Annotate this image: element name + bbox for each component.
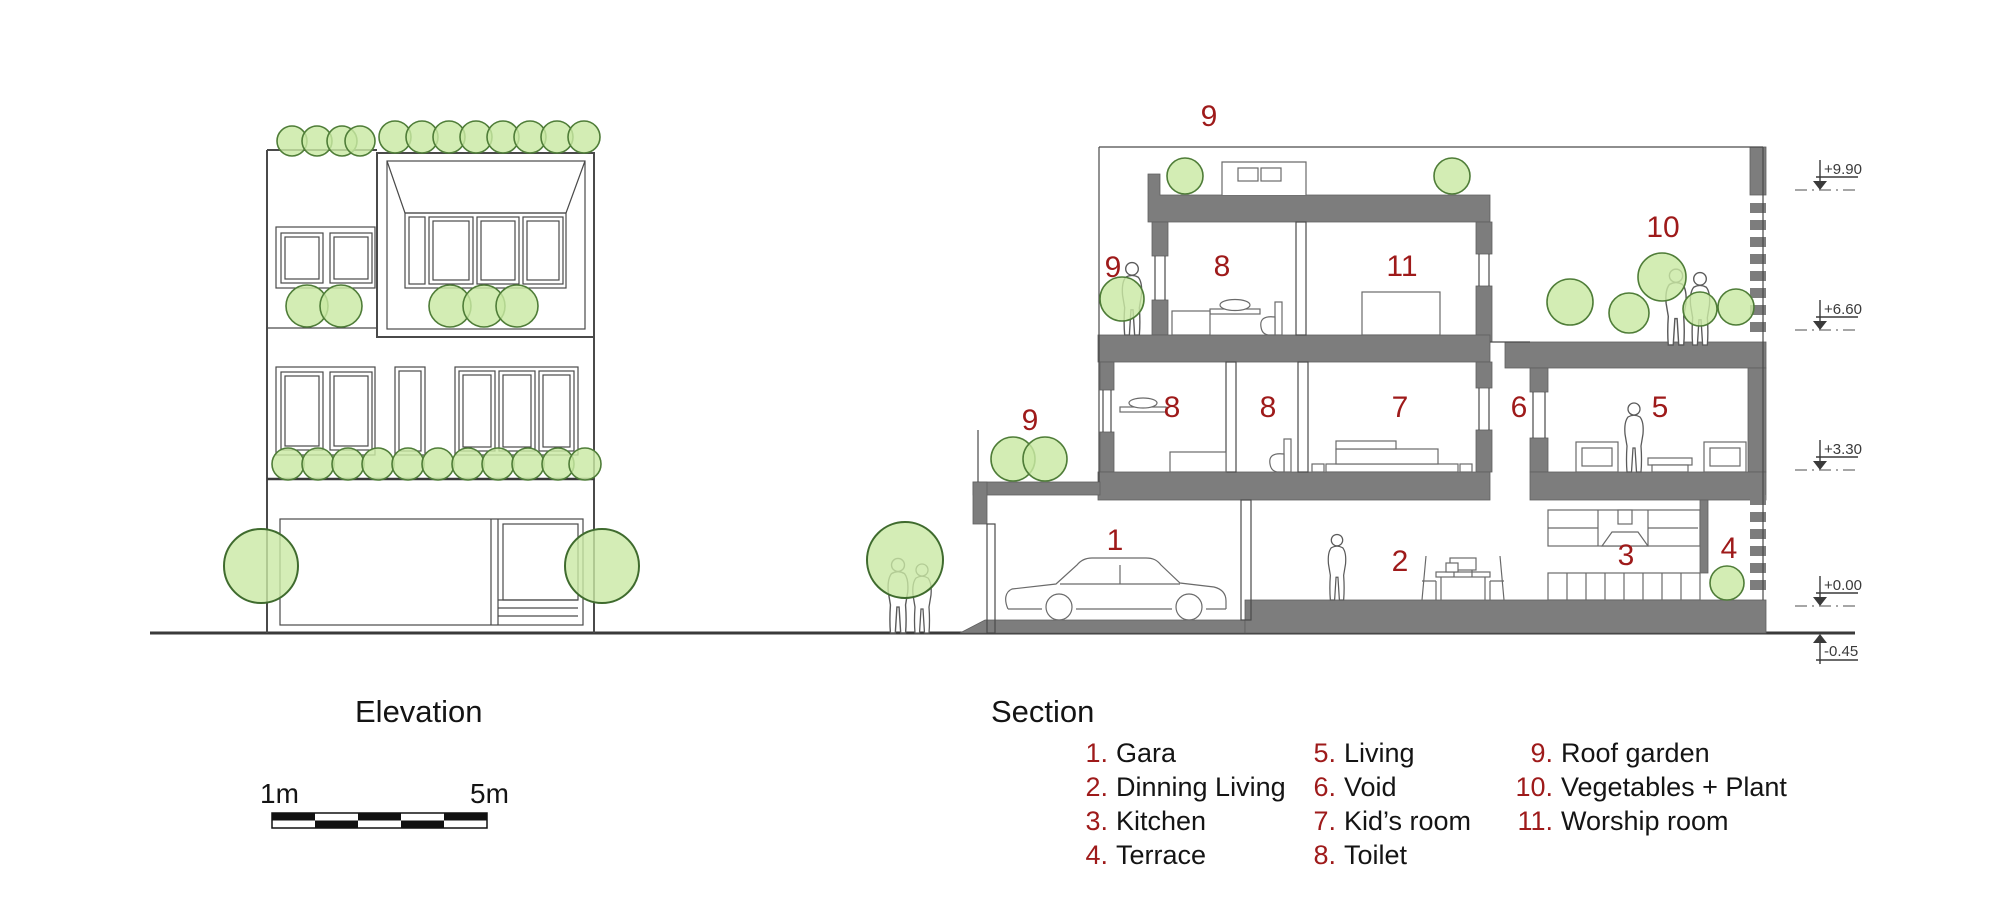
- level-marker-990: +9.90: [1795, 160, 1862, 191]
- scale-bar: 1m 5m: [260, 778, 509, 829]
- section-outlines: [977, 146, 1764, 634]
- room-label-dinning: 2: [1392, 545, 1409, 578]
- room-label-gara: 1: [1107, 524, 1124, 557]
- tree-left: [223, 528, 299, 604]
- room-label-roof-garden-2f: 9: [1022, 404, 1039, 437]
- dining-set-figure: [1421, 555, 1505, 601]
- legend-label: Worship room: [1561, 806, 1729, 836]
- section-plants: [866, 157, 1755, 601]
- elevation-building: [266, 149, 595, 633]
- legend-label: Kid’s room: [1344, 806, 1471, 836]
- room-label-roof-garden-top: 9: [1201, 100, 1218, 133]
- legend-num: 5.: [1313, 738, 1336, 768]
- legend-label: Terrace: [1116, 840, 1206, 870]
- kitchen-figure: [1547, 509, 1701, 601]
- legend-num: 11.: [1517, 806, 1553, 836]
- room-label-toilet-3f: 8: [1214, 250, 1231, 283]
- legend-num: 6.: [1313, 772, 1336, 802]
- legend-label: Vegetables + Plant: [1561, 772, 1787, 802]
- legend-label: Toilet: [1344, 840, 1408, 870]
- room-label-roof-garden-3f: 9: [1105, 251, 1122, 284]
- level-marker-minus045: -0.45: [1813, 634, 1858, 664]
- scale-label-1m: 1m: [260, 778, 299, 809]
- car-figure: [1005, 557, 1227, 621]
- elevation-plants: [223, 120, 640, 604]
- room-label-worship: 11: [1386, 250, 1417, 283]
- section-hatch-screens: [1750, 203, 1766, 590]
- level-marker-330: +3.30: [1795, 440, 1862, 471]
- person-figure: [1327, 533, 1347, 601]
- legend-num: 2.: [1085, 772, 1108, 802]
- svg-text:+6.60: +6.60: [1824, 301, 1862, 318]
- room-label-toilet-2fa: 8: [1164, 391, 1181, 424]
- legend-num: 7.: [1313, 806, 1336, 836]
- legend-label: Dinning Living: [1116, 772, 1286, 802]
- level-markers: +9.90 +6.60 +3.30 +0.00 -0.45: [1795, 160, 1862, 664]
- tree-section: [866, 521, 944, 599]
- svg-text:+0.00: +0.00: [1824, 577, 1862, 594]
- level-marker-000: +0.00: [1795, 576, 1862, 607]
- legend-num: 1.: [1085, 738, 1108, 768]
- legend-num: 9.: [1530, 738, 1553, 768]
- altar-figure: [1361, 291, 1441, 336]
- section-structure: [959, 146, 1767, 634]
- bed-figure: [1311, 440, 1473, 473]
- room-label-void: 6: [1511, 391, 1528, 424]
- legend-num: 10.: [1515, 772, 1553, 802]
- svg-text:+3.30: +3.30: [1824, 441, 1862, 458]
- elevation-title: Elevation: [355, 694, 483, 729]
- legend-label: Gara: [1116, 738, 1177, 768]
- legend-label: Void: [1344, 772, 1397, 802]
- scale-label-5m: 5m: [470, 778, 509, 809]
- legend-label: Living: [1344, 738, 1415, 768]
- toilet-figure: [1260, 301, 1283, 336]
- toilet-figure: [1269, 438, 1292, 473]
- sofa-set-figure: [1575, 441, 1747, 473]
- tree-right: [564, 528, 640, 604]
- room-label-vegetables: 10: [1646, 211, 1679, 244]
- room-label-kids-room: 7: [1392, 391, 1409, 424]
- legend-num: 4.: [1085, 840, 1108, 870]
- room-label-toilet-2fb: 8: [1260, 391, 1277, 424]
- person-figure: [1624, 402, 1644, 473]
- legend-num: 3.: [1085, 806, 1108, 836]
- room-label-terrace: 4: [1721, 532, 1738, 565]
- svg-text:-0.45: -0.45: [1824, 643, 1858, 660]
- section-title: Section: [991, 694, 1094, 729]
- legend: 1. Gara 2. Dinning Living 3. Kitchen 4. …: [1085, 738, 1787, 870]
- room-label-living: 5: [1652, 391, 1669, 424]
- svg-text:+9.90: +9.90: [1824, 161, 1862, 178]
- room-label-kitchen: 3: [1618, 539, 1635, 572]
- section-furniture: [1119, 161, 1747, 601]
- level-marker-660: +6.60: [1795, 300, 1862, 331]
- legend-label: Roof garden: [1561, 738, 1710, 768]
- section-room-numbers: 9 10 9 8 11 9 8 8 7 6 5 1 2 3 4: [1022, 100, 1738, 578]
- legend-num: 8.: [1313, 840, 1336, 870]
- legend-label: Kitchen: [1116, 806, 1206, 836]
